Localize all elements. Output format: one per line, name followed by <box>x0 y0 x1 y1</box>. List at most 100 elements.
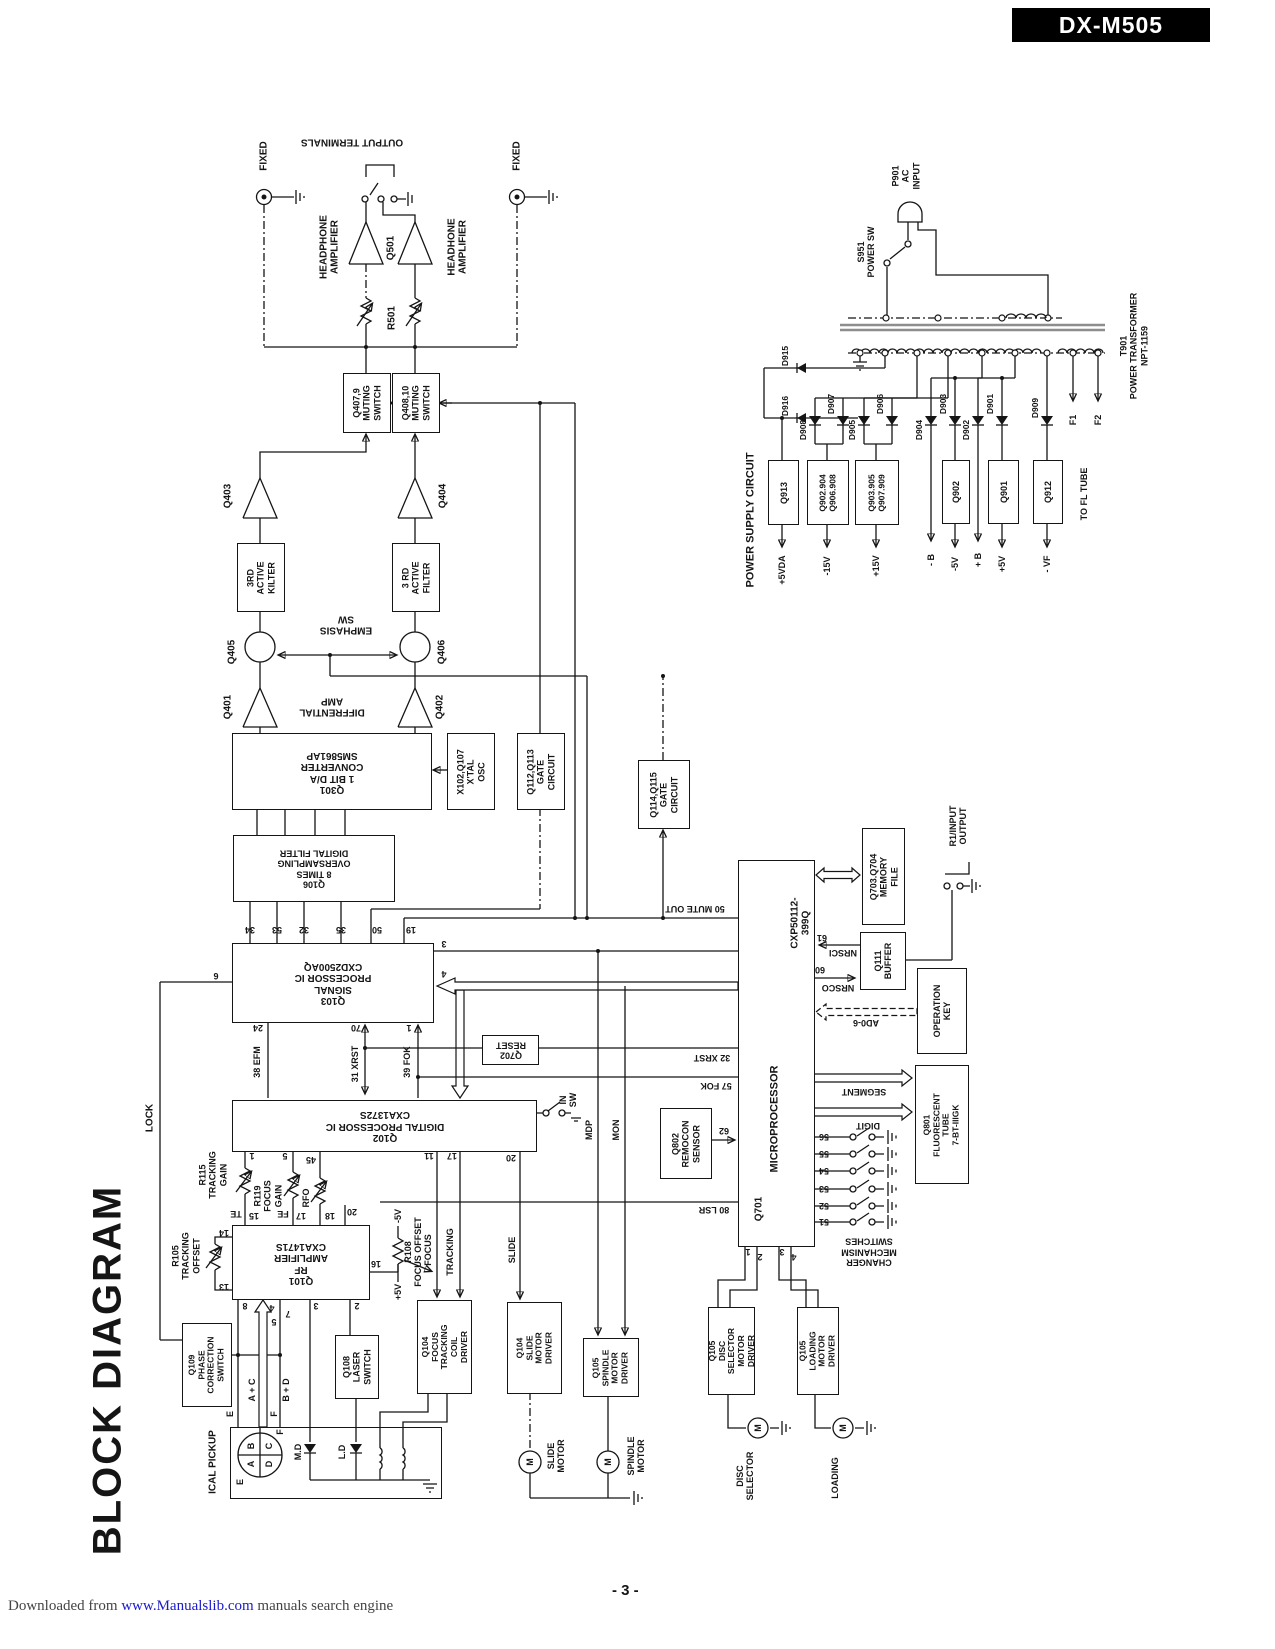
mdp-label: MDP <box>583 1120 594 1140</box>
pin-18: 18 <box>324 1211 336 1222</box>
footer-text: Downloaded from <box>8 1598 118 1614</box>
q902-label: Q902 <box>950 480 961 504</box>
xtal-osc-label: X102,Q107 X'TAL OSC <box>455 748 487 795</box>
block-microprocessor: CXP50112-399Q MICROPROCESSOR Q701 <box>738 860 815 1247</box>
to-fl-tube-label: TO FL TUBE <box>1078 467 1089 521</box>
pin-rf-4: 4 <box>269 1303 275 1314</box>
block-phase-correction-switch: Q109 PHASE CORRECTION SWITCH <box>182 1323 232 1407</box>
r105-label: R105 TRACKING OFFSET <box>170 1232 202 1280</box>
q402-label: Q402 <box>434 694 446 720</box>
block-reset: Q702 RESET <box>482 1035 539 1065</box>
f2-label: F2 <box>1092 414 1103 426</box>
pin-dp-11: 11 <box>424 1151 434 1162</box>
r115-label: R115 TRACKING GAIN <box>197 1151 229 1199</box>
mon-label: MON <box>610 1119 621 1141</box>
reset-label: Q702 RESET <box>495 1040 526 1061</box>
block-digital-processor: Q102 DIGITAL PROCESSOR IC CXA1372S <box>232 1100 537 1152</box>
differential-amp-label: DIFFRENTIAL AMP <box>299 695 365 718</box>
pin-15: 15 <box>248 1211 260 1222</box>
pin-61: 61 <box>816 933 828 944</box>
optical-pickup-label: ICAL PICKUP <box>207 1430 219 1494</box>
block-spindle-motor-driver: Q105 SPINDLE MOTOR DRIVER <box>583 1338 639 1397</box>
slide-motor-driver-label: Q104 SLIDE MOTOR DRIVER <box>514 1331 554 1365</box>
footer-link[interactable]: www.Manualslib.com <box>121 1598 254 1614</box>
block-remocon-sensor: Q802 REMOCON SENSOR <box>660 1108 712 1179</box>
d901-label: D901 <box>985 393 996 415</box>
pin-14: 14 <box>218 1228 230 1239</box>
tracking-wire-label: TRACKING <box>444 1228 455 1276</box>
q403-label: Q403 <box>222 483 234 509</box>
pin-rf-20: 20 <box>346 1207 358 1218</box>
pin-dp-1: 1 <box>249 1151 255 1162</box>
segment-label: SEGMENT <box>841 1087 887 1098</box>
headphone-amp-left-label: HEADPHONE AMPLIFIER <box>318 215 341 279</box>
quadrant-b: B <box>245 1442 256 1450</box>
s951-label: S951 POWER SW <box>855 226 876 278</box>
block-q902-904: Q902.904 Q906.908 <box>807 460 849 525</box>
output-terminals-label: OUTPUT TERMINALS <box>300 136 404 148</box>
d916-label: D916 <box>780 395 791 417</box>
block-slide-motor-driver: Q104 SLIDE MOTOR DRIVER <box>507 1302 562 1394</box>
xrst-wire-label: 31 XRST <box>349 1045 360 1083</box>
q903-905-label: Q903.905 Q907.909 <box>866 473 886 512</box>
pin-sp-50: 50 <box>371 925 383 936</box>
q405-label: Q405 <box>226 639 238 665</box>
q902-904-label: Q902.904 Q906.908 <box>817 473 837 512</box>
pin-sw-54: 54 <box>818 1166 830 1177</box>
block-q902: Q902 <box>942 460 970 524</box>
fok-wire-label: 39 FOK <box>401 1046 412 1078</box>
minus5v-label: -5V <box>392 1208 403 1224</box>
q912-label: Q912 <box>1042 480 1053 504</box>
p901-label: P901 AC INPUT <box>890 162 922 190</box>
fluorescent-tube-label: Q801 FLUORESCENT TUBE 7-BT-IIIGK <box>921 1092 961 1157</box>
nrsci-label: NRSCI <box>828 948 858 959</box>
ld-label: L.D <box>336 1444 347 1460</box>
q913-label: Q913 <box>778 481 789 504</box>
q401-label: Q401 <box>222 694 234 720</box>
micro-xrst-label: 32 XRST <box>693 1053 731 1064</box>
block-laser-switch: Q108 LASER SWITCH <box>335 1335 379 1399</box>
pin-rf-7: 7 <box>285 1309 291 1320</box>
pin-rf-2: 2 <box>354 1301 360 1312</box>
d909-label: D909 <box>1030 397 1041 419</box>
block-q901: Q901 <box>988 460 1019 524</box>
out-minus-b: - B <box>925 554 936 566</box>
gate-circuit-2-label: Q114,Q115 GATE CIRCUIT <box>648 771 680 818</box>
changer-switches-label: CHANGER MECHANISM SWITCHES <box>841 1236 897 1268</box>
block-rf-amplifier: Q101 RF AMPLIFIER CXA1471S <box>232 1225 370 1300</box>
q406-label: Q406 <box>436 639 448 665</box>
active-filter-left-label: 3RD ACTIVE KILTER <box>245 560 277 595</box>
block-gate-circuit-2: Q114,Q115 GATE CIRCUIT <box>638 760 690 829</box>
fixed-label-left: FIXED <box>258 141 270 171</box>
pin-sp-35: 35 <box>335 925 347 936</box>
pin-rf-5: 5 <box>271 1317 277 1328</box>
micro-part-label: CXP50112-399Q <box>789 897 812 949</box>
muting-switch-right-label: Q408,10 MUTING SWITCH <box>400 385 432 421</box>
laser-switch-label: Q108 LASER SWITCH <box>341 1349 373 1385</box>
d908-label: D908 <box>798 419 809 441</box>
page-number: - 3 - <box>612 1582 639 1599</box>
signal-processor-label: Q103 SIGNAL PROCESSOR IC CXD2500AQ <box>294 960 372 1006</box>
e-wire-label: E <box>224 1410 235 1418</box>
pin-micro-1: 1 <box>745 1247 751 1258</box>
slide-motor-m: M <box>524 1458 535 1466</box>
micro-lsr-label: 80 LSR <box>698 1205 730 1216</box>
bd-wire-label: B + D <box>280 1378 291 1402</box>
pin-micro-4: 4 <box>791 1252 797 1263</box>
block-coil-driver: Q104 FOCUS TRACKING COIL DRIVER <box>417 1300 472 1394</box>
plus5v-label: +5V <box>392 1283 403 1301</box>
block-disc-selector-driver: Q105 DISC SELECTOR MOTOR DRIVER <box>706 1307 755 1395</box>
d904-label: D904 <box>914 419 925 441</box>
loading-label: LOADING <box>829 1457 840 1499</box>
pin-sp-3: 3 <box>441 939 447 950</box>
slide-wire-label: SLIDE <box>506 1236 517 1264</box>
block-q913: Q913 <box>768 460 799 525</box>
efm-label: 38 EFM <box>251 1046 262 1078</box>
block-active-filter-left: 3RD ACTIVE KILTER <box>237 543 285 612</box>
digital-processor-label: Q102 DIGITAL PROCESSOR IC CXA1372S <box>325 1109 444 1144</box>
out-plus5: +5V <box>996 555 1007 573</box>
pin-micro-2: 2 <box>757 1252 763 1263</box>
pin-dp-45: 45 <box>305 1155 317 1166</box>
pin-te: TE <box>230 1209 242 1220</box>
block-active-filter-right: 3 RD ACTIVE FILTER <box>392 543 440 612</box>
